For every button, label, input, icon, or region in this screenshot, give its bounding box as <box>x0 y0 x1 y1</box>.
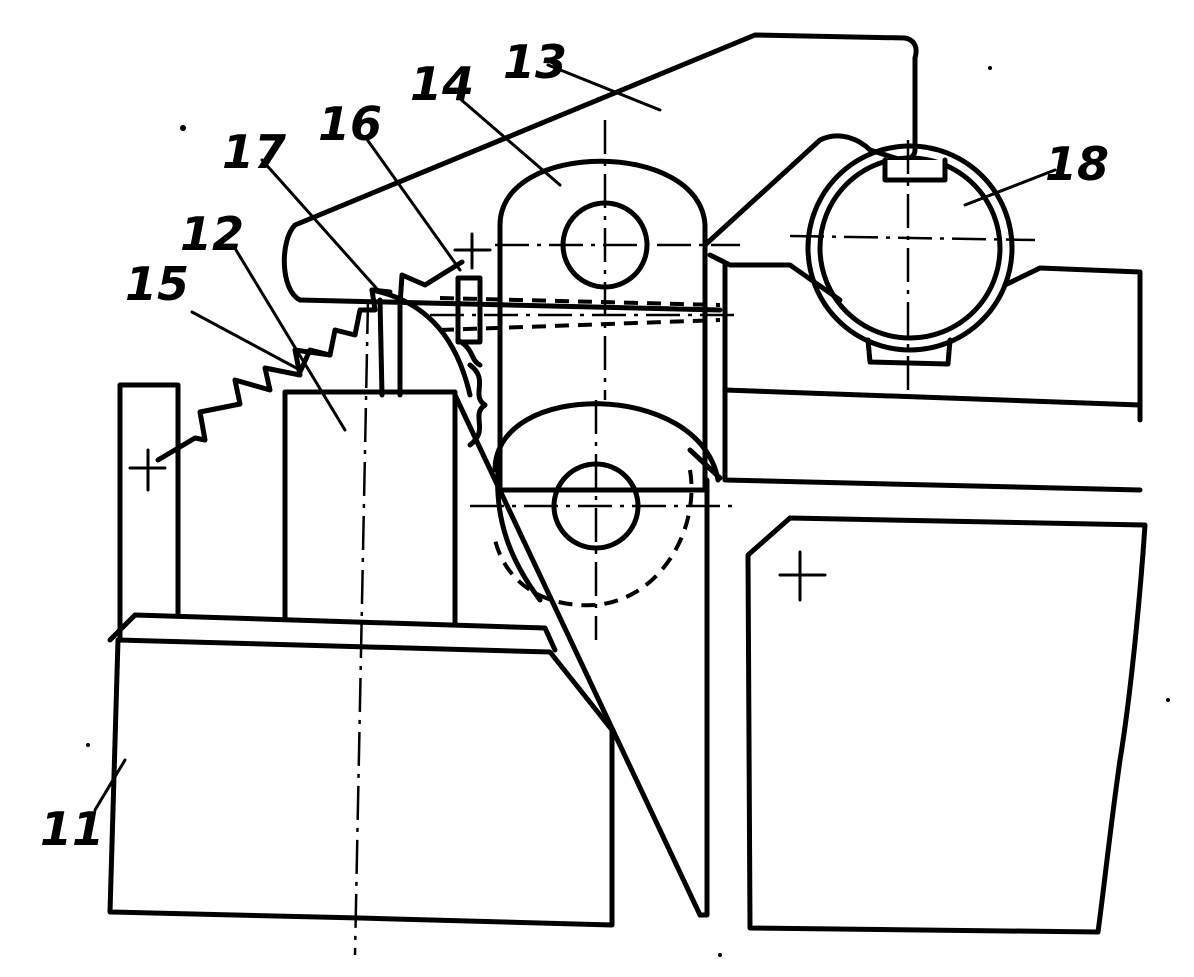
leader-16 <box>364 136 462 272</box>
cross-mark-left <box>128 448 167 492</box>
right-upper-body <box>687 252 1143 493</box>
leader-14 <box>456 95 562 187</box>
label-15: 15 <box>125 257 189 311</box>
lower-cam <box>470 400 740 640</box>
shaft-18 <box>789 140 1036 390</box>
label-12: 12 <box>180 207 244 261</box>
scan-specks <box>86 66 1170 957</box>
vertical-axis-12 <box>353 299 370 956</box>
label-17: 17 <box>222 125 286 179</box>
right-lower-block <box>745 515 1148 935</box>
leader-lines <box>93 63 1057 812</box>
base-block-11 <box>107 612 615 928</box>
leader-12 <box>234 248 347 432</box>
label-14: 14 <box>410 57 474 111</box>
label-16: 16 <box>318 97 382 151</box>
spring-15 <box>155 347 333 463</box>
link-plate-14 <box>495 120 740 493</box>
triangular-tongue <box>452 392 710 918</box>
leader-15 <box>190 310 302 372</box>
leader-17 <box>260 158 380 292</box>
center-block-12 <box>282 389 458 628</box>
ratchet-sector <box>297 287 473 398</box>
pawl-17 <box>397 259 488 448</box>
leader-13 <box>546 63 662 112</box>
pin-16 <box>453 232 492 345</box>
label-11: 11 <box>40 802 104 856</box>
part-labels: 11 12 13 14 15 16 17 18 <box>40 35 1109 856</box>
hidden-rod <box>430 296 735 332</box>
leader-18 <box>963 168 1057 207</box>
leader-11 <box>93 758 127 812</box>
label-13: 13 <box>503 35 567 89</box>
cross-mark-pin <box>453 232 492 270</box>
cross-mark-right <box>778 550 827 602</box>
left-post <box>117 382 181 643</box>
label-18: 18 <box>1045 137 1109 191</box>
